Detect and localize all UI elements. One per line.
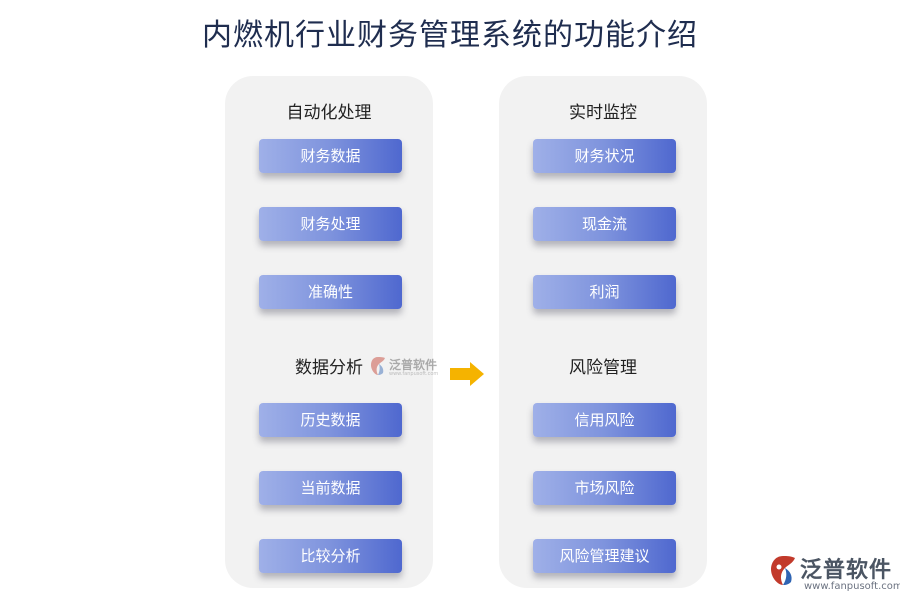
item-financial-data[interactable]: 财务数据 [259,139,402,173]
item-profit[interactable]: 利润 [533,275,676,309]
item-credit-risk[interactable]: 信用风险 [533,403,676,437]
item-current-data[interactable]: 当前数据 [259,471,402,505]
section-title-risk-management: 风险管理 [569,358,637,378]
fanpu-logo-icon [771,556,795,585]
item-financial-status[interactable]: 财务状况 [533,139,676,173]
item-market-risk[interactable]: 市场风险 [533,471,676,505]
brand-url: www.fanpusoft.com [804,581,900,592]
brand-logo: 泛普软件 www.fanpusoft.com [768,552,900,596]
item-historical-data[interactable]: 历史数据 [259,403,402,437]
right-panel: 实时监控 财务状况 现金流 利润 风险管理 信用风险 市场风险 风险管理建议 [499,76,707,588]
center-watermark: 泛普软件 www.fanpusoft.com [369,355,443,381]
item-comparative-analysis[interactable]: 比较分析 [259,539,402,573]
section-title-realtime-monitoring: 实时监控 [569,103,637,123]
page-title: 内燃机行业财务管理系统的功能介绍 [202,18,698,53]
item-risk-management-advice[interactable]: 风险管理建议 [533,539,676,573]
item-cash-flow[interactable]: 现金流 [533,207,676,241]
center-watermark-brand: 泛普软件 [389,358,438,372]
center-watermark-url: www.fanpusoft.com [389,371,439,377]
left-panel: 自动化处理 财务数据 财务处理 准确性 数据分析 历史数据 当前数据 比较分析 [225,76,433,588]
item-financial-processing[interactable]: 财务处理 [259,207,402,241]
brand-name: 泛普软件 [800,558,893,583]
right-arrow-icon [450,362,484,386]
section-title-data-analysis: 数据分析 [295,358,363,378]
fanpu-logo-icon [371,357,385,375]
section-title-automation: 自动化处理 [286,103,372,123]
item-accuracy[interactable]: 准确性 [259,275,402,309]
